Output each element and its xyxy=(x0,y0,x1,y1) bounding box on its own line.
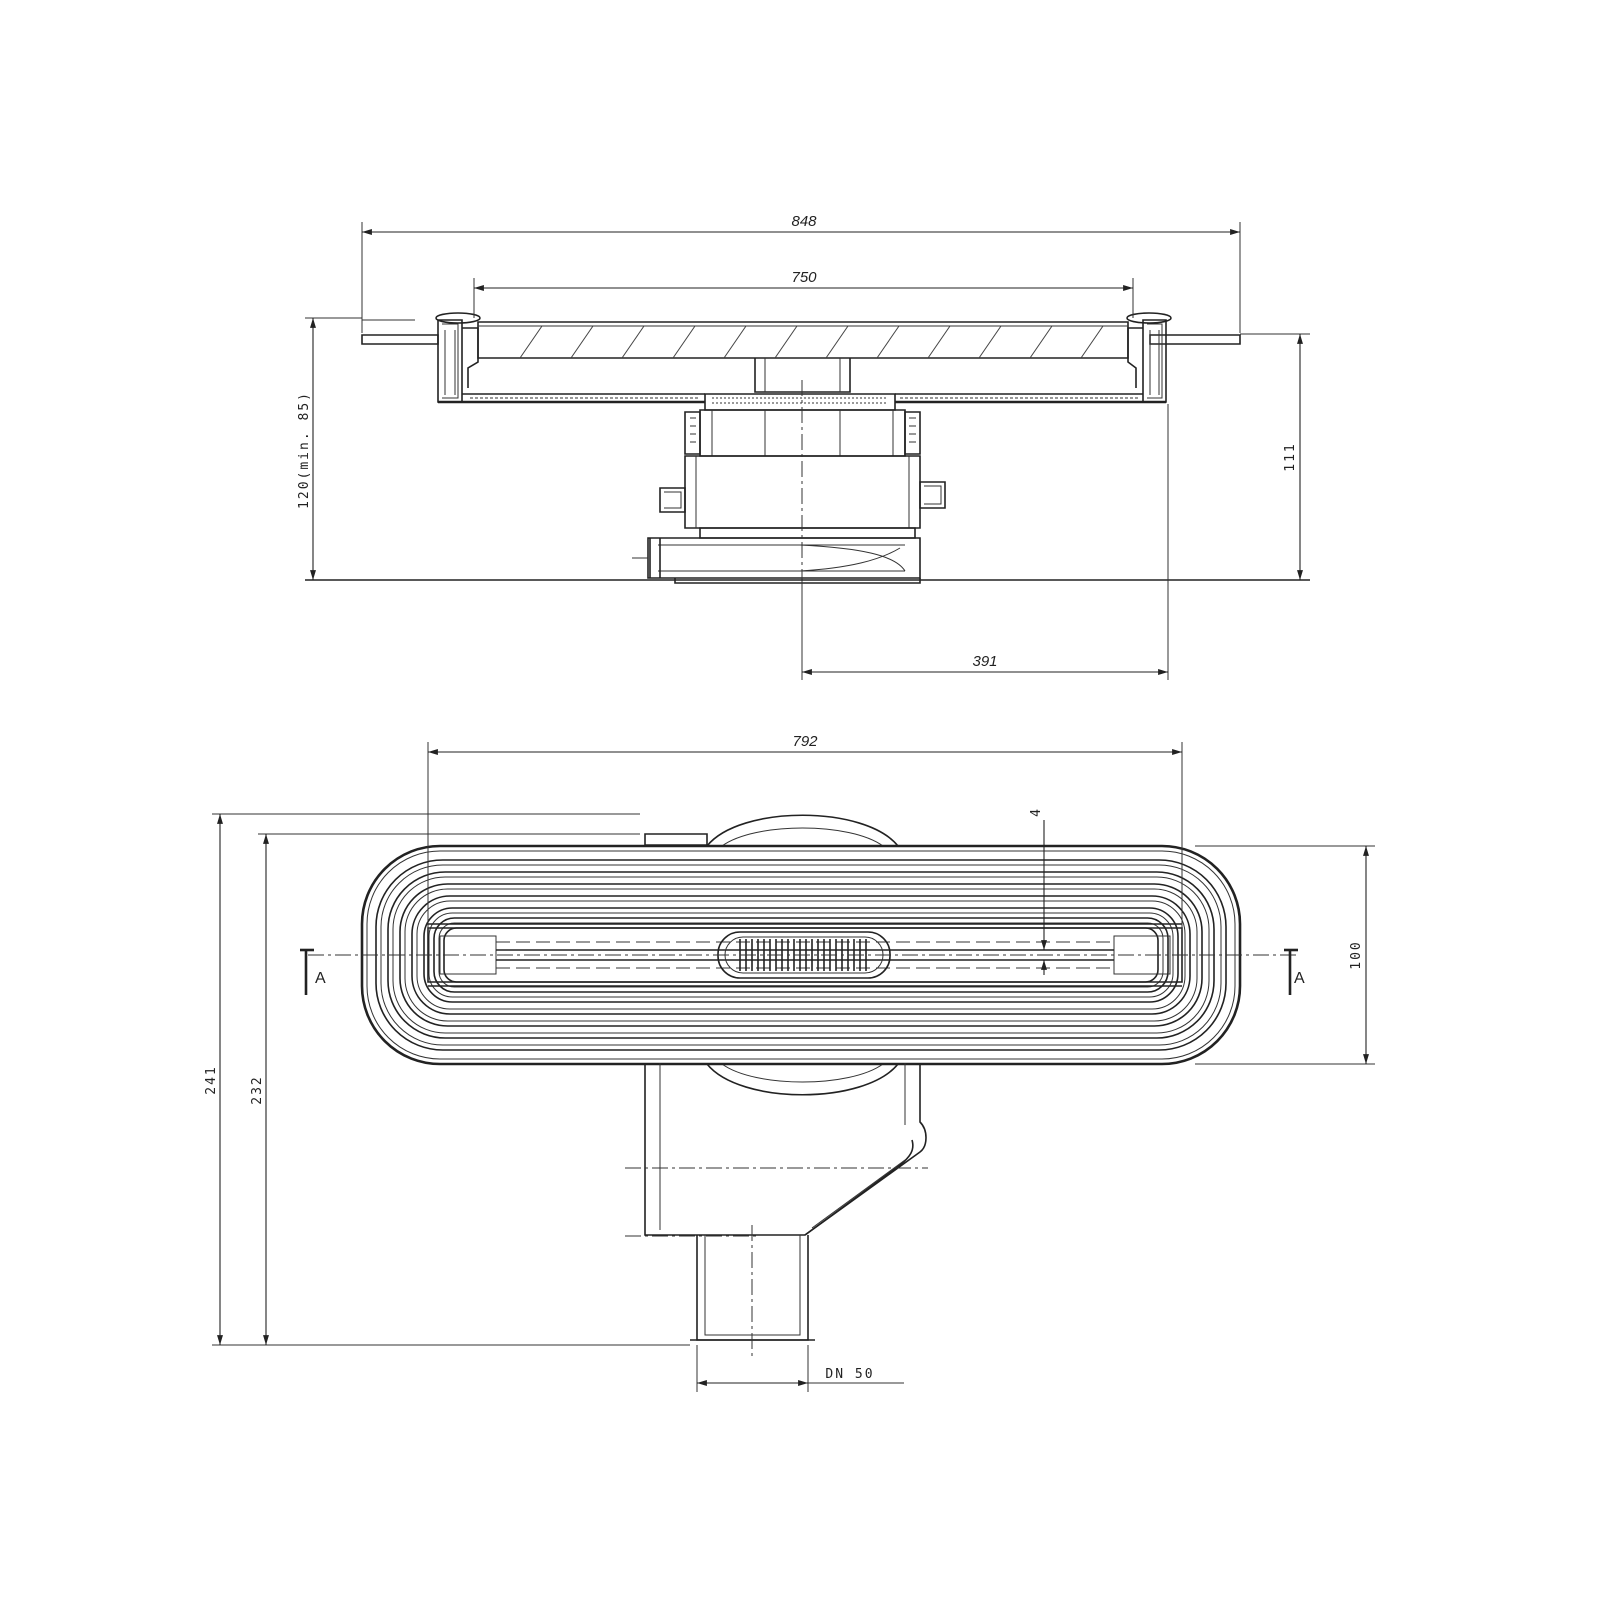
dim-body-height: 111 xyxy=(1240,333,1310,580)
grate-hatch-line xyxy=(519,325,543,359)
trap-circle xyxy=(706,814,899,1096)
section-mark-left: A xyxy=(300,948,326,995)
dim-grate-width: 750 xyxy=(473,269,1134,318)
dim-depth-body-label: 232 xyxy=(250,1075,265,1104)
grate-hatch-line xyxy=(723,325,747,359)
dim-outlet-offset-label: 391 xyxy=(972,653,997,670)
slot-grate xyxy=(427,923,1183,987)
dim-overall-length: 792 xyxy=(427,733,1183,930)
dim-depth-total-label: 241 xyxy=(204,1065,219,1094)
dim-overall-width-label: 848 xyxy=(791,213,817,230)
grate-hatch-line xyxy=(621,325,645,359)
grate-hatch-line xyxy=(927,325,951,359)
dim-body-height-label: 111 xyxy=(1283,442,1298,471)
section-view: 848 750 120(min. 85) 111 391 xyxy=(297,213,1310,680)
trap-body xyxy=(647,393,946,584)
svg-text:A: A xyxy=(315,970,326,987)
dim-width-label: 100 xyxy=(1349,940,1364,969)
grate-hatch-line xyxy=(1080,325,1104,359)
grate-hatch-line xyxy=(1029,325,1053,359)
dim-width: 100 xyxy=(1195,845,1375,1065)
plan-view: A A 792 4 100 241 xyxy=(204,733,1375,1392)
channel-body xyxy=(435,312,1172,404)
grate-hatch-line xyxy=(774,325,798,359)
dim-total-height-label: 120(min. 85) xyxy=(297,391,312,509)
dim-depth-total: 241 xyxy=(204,813,690,1346)
grate-hatch-line xyxy=(825,325,849,359)
dim-grate-width-label: 750 xyxy=(791,269,817,286)
dim-overall-length-label: 792 xyxy=(792,733,818,750)
grate-hatch-line xyxy=(570,325,594,359)
grate xyxy=(477,321,1129,393)
floor-flange xyxy=(361,319,1241,345)
dim-depth-body: 232 xyxy=(250,833,640,1345)
section-mark-right: A xyxy=(1284,948,1305,995)
dim-total-height: 120(min. 85) xyxy=(297,317,362,580)
grate-hatch-line xyxy=(978,325,1002,359)
grate-hatch-line xyxy=(876,325,900,359)
dim-slot: 4 xyxy=(1029,807,1047,975)
top-tab xyxy=(644,833,708,846)
dim-overall-width: 848 xyxy=(361,213,1241,333)
outlet-body xyxy=(644,1063,927,1341)
dim-slot-label: 4 xyxy=(1029,807,1044,817)
dim-outlet-offset: 391 xyxy=(801,404,1169,680)
svg-text:A: A xyxy=(1294,970,1305,987)
grate-hatch-line xyxy=(672,325,696,359)
dim-outlet-dn: DN 50 xyxy=(696,1345,904,1392)
dim-outlet-dn-label: DN 50 xyxy=(825,1367,874,1382)
